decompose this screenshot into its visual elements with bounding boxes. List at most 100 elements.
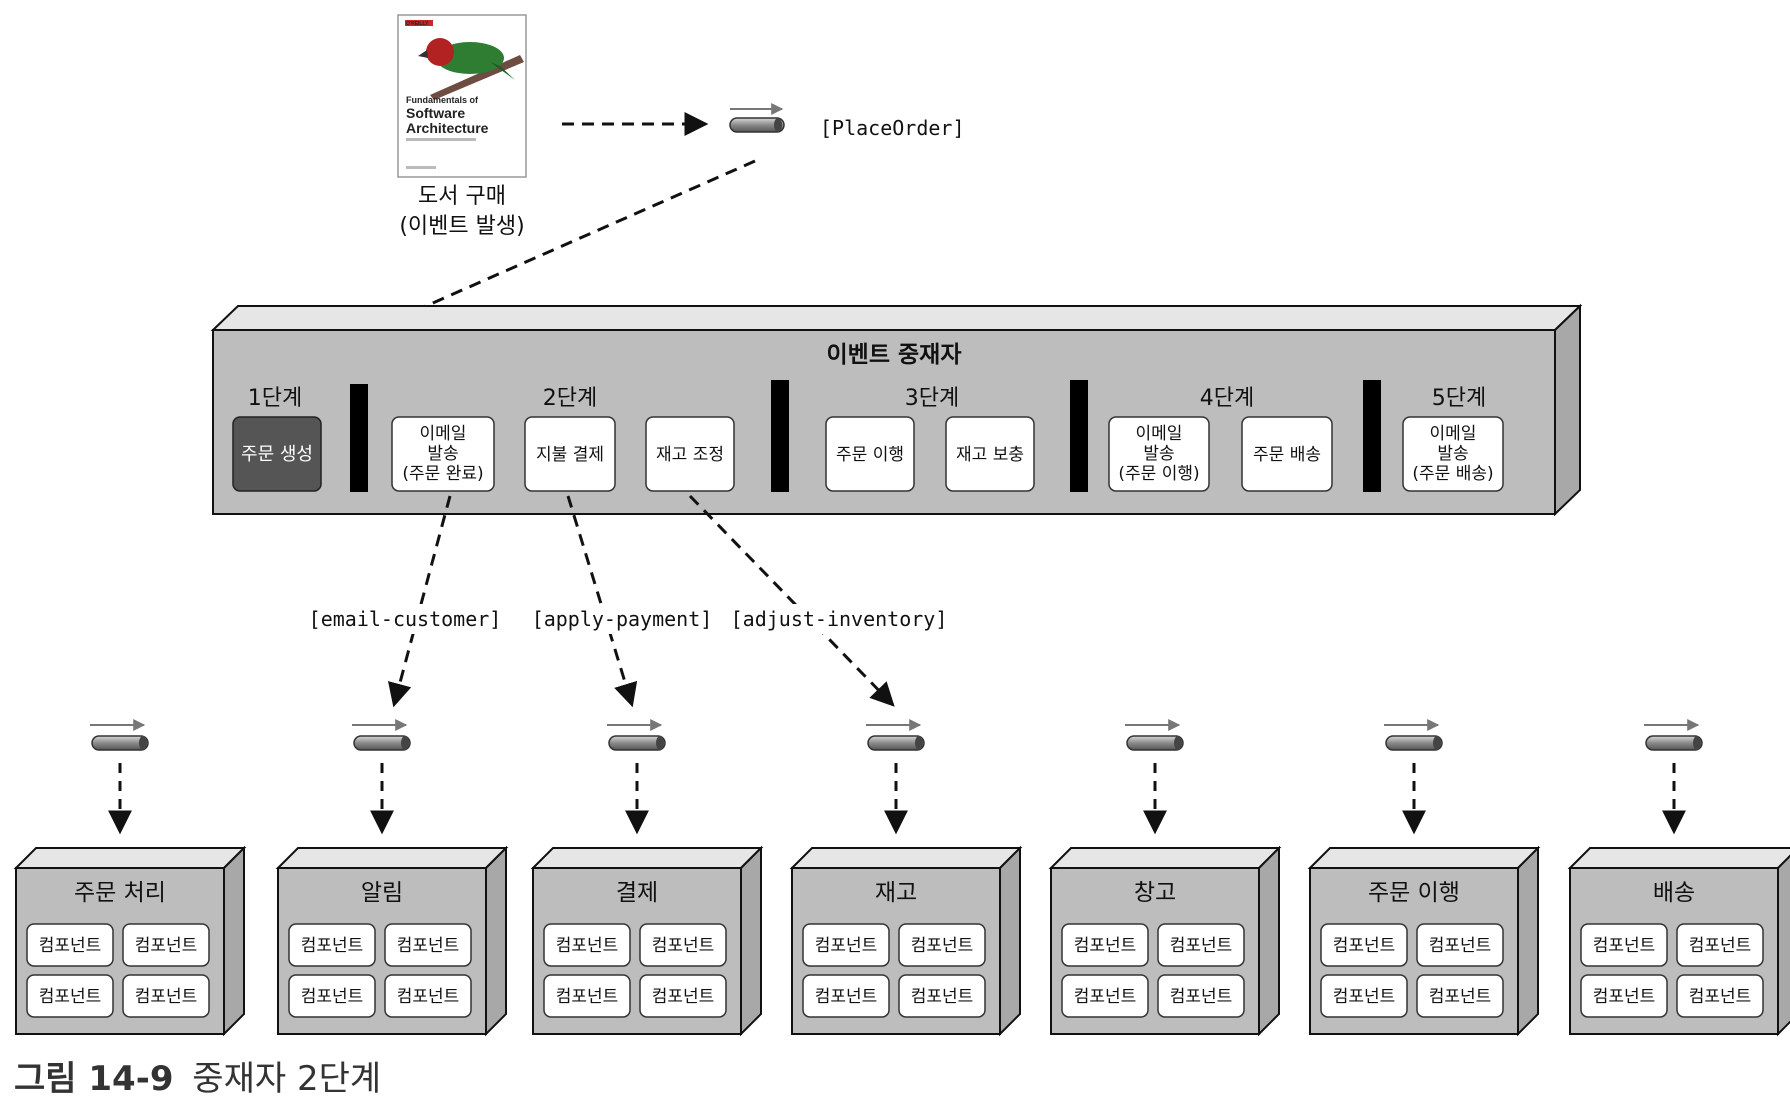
component-label: 컴포넌트 [652,936,715,956]
component-label: 컴포넌트 [815,987,878,1007]
initial-event-queue [729,103,785,133]
component: 컴포넌트 [898,974,986,1018]
processor-queue [352,719,411,751]
component-label: 컴포넌트 [1074,936,1137,956]
component-label: 컴포넌트 [911,987,974,1007]
svg-text:주문 생성: 주문 생성 [241,444,313,465]
component-label: 컴포넌트 [135,987,198,1007]
component: 컴포넌트 [26,974,114,1018]
component-label: 컴포넌트 [1333,987,1396,1007]
book-publisher: O'REILLY [406,21,429,27]
svg-text:재고 보충: 재고 보충 [956,445,1024,465]
book-cover: O'REILLY Fundamentals of Software Archit… [397,14,527,178]
task-email-order-shipped: 이메일 발송 (주문 배송) [1402,416,1504,492]
component-label: 컴포넌트 [911,936,974,956]
task-adjust-inventory: 재고 조정 [645,416,735,492]
svg-text:이메일: 이메일 [1136,424,1183,444]
step-separator [1070,380,1088,492]
svg-text:이메일: 이메일 [1430,424,1477,444]
component-label: 컴포넌트 [301,987,364,1007]
svg-text:지불 결제: 지불 결제 [536,445,604,465]
book-caption-line2: (이벤트 발생) [399,214,524,239]
component: 컴포넌트 [1061,923,1149,967]
task-ship-order: 주문 배송 [1241,416,1333,492]
component: 컴포넌트 [802,923,890,967]
svg-text:재고 조정: 재고 조정 [656,445,724,465]
svg-text:이메일: 이메일 [420,424,467,444]
component-label: 컴포넌트 [1170,987,1233,1007]
svg-text:(주문 완료): (주문 완료) [402,464,483,484]
book-title-line1: Fundamentals of [406,95,479,105]
component: 컴포넌트 [543,974,631,1018]
task-email-order-fulfilled: 이메일 발송 (주문 이행) [1108,416,1210,492]
svg-text:발송: 발송 [427,444,458,464]
component-label: 컴포넌트 [1170,936,1233,956]
processor-queue [607,719,666,751]
component: 컴포넌트 [1320,974,1408,1018]
step-5-label: 5단계 [1432,386,1486,411]
task-create-order: 주문 생성 [232,416,322,492]
component-label: 컴포넌트 [1593,936,1656,956]
processor-name: 주문 이행 [1368,880,1460,906]
book-title-line3: Architecture [406,120,489,136]
component: 컴포넌트 [1676,974,1764,1018]
processor-queue [866,719,925,751]
step-2-label: 2단계 [543,386,597,411]
component-label: 컴포넌트 [39,936,102,956]
task-fulfill-order: 주문 이행 [825,416,915,492]
processor-queue [1384,719,1443,751]
component-label: 컴포넌트 [301,936,364,956]
component: 컴포넌트 [288,923,376,967]
component: 컴포넌트 [26,923,114,967]
component-label: 컴포넌트 [39,987,102,1007]
step-separator [771,380,789,492]
event-adjust-inventory: [adjust-inventory] [731,607,948,631]
component: 컴포넌트 [122,923,210,967]
component: 컴포넌트 [1320,923,1408,967]
svg-text:발송: 발송 [1437,444,1468,464]
task-email-order-complete: 이메일 발송 (주문 완료) [391,416,495,492]
processor-name: 재고 [875,880,917,906]
book-caption-line1: 도서 구매 [418,184,506,209]
svg-text:발송: 발송 [1143,444,1174,464]
component-label: 컴포넌트 [1593,987,1656,1007]
book-title-line2: Software [406,105,465,121]
svg-text:주문 배송: 주문 배송 [1253,445,1321,465]
processor-queue [1644,719,1703,751]
component: 컴포넌트 [639,974,727,1018]
mediator-title: 이벤트 중재자 [827,342,962,368]
component-label: 컴포넌트 [1429,936,1492,956]
task-apply-payment: 지불 결제 [524,416,616,492]
component: 컴포넌트 [1416,974,1504,1018]
component-label: 컴포넌트 [135,936,198,956]
figure-caption-number: 그림 14-9 [14,1059,173,1099]
component-label: 컴포넌트 [556,987,619,1007]
processor-name: 창고 [1134,880,1176,906]
component-label: 컴포넌트 [397,987,460,1007]
svg-text:(주문 이행): (주문 이행) [1118,464,1199,484]
component-label: 컴포넌트 [556,936,619,956]
component-label: 컴포넌트 [1429,987,1492,1007]
figure-caption: 그림 14-9 중재자 2단계 [14,1059,381,1099]
step-separator [350,384,368,492]
book-bird-illustration [418,38,524,100]
processor-name: 주문 처리 [74,880,166,906]
component: 컴포넌트 [1580,974,1668,1018]
component: 컴포넌트 [802,974,890,1018]
component-label: 컴포넌트 [397,936,460,956]
component: 컴포넌트 [1676,923,1764,967]
svg-text:(주문 배송): (주문 배송) [1412,464,1493,484]
component-label: 컴포넌트 [652,987,715,1007]
task-restock-inventory: 재고 보충 [945,416,1035,492]
component-label: 컴포넌트 [1074,987,1137,1007]
payment-dispatch-arrow [566,495,638,708]
